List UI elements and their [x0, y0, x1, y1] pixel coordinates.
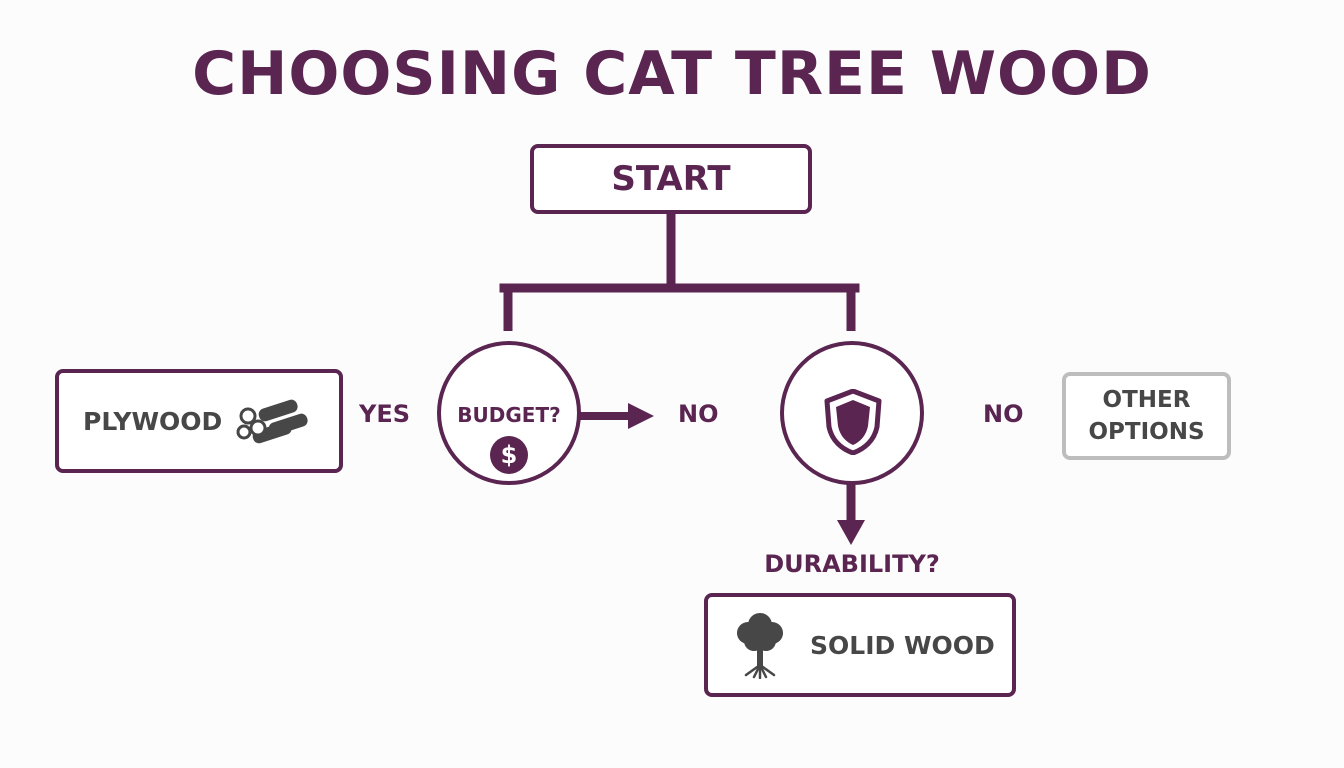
- logs-icon: [236, 399, 308, 444]
- other-options-line1: OTHER: [1102, 387, 1191, 413]
- other-options-node: OTHER OPTIONS: [1062, 372, 1231, 460]
- start-label: START: [611, 159, 731, 199]
- no-edge-label-durability: NO: [983, 400, 1024, 428]
- shield-icon: [824, 389, 882, 455]
- solid-wood-label: SOLID WOOD: [810, 630, 995, 660]
- budget-decision-node: BUDGET? $: [437, 341, 581, 485]
- no-edge-label-budget: NO: [678, 400, 719, 428]
- dollar-icon: $: [490, 436, 528, 474]
- plywood-label: PLYWOOD: [83, 406, 223, 436]
- page-title: CHOOSING CAT TREE WOOD: [192, 39, 1152, 109]
- arrow-budget-no-head: [628, 403, 654, 429]
- yes-edge-label: YES: [359, 400, 411, 428]
- durability-label: DURABILITY?: [764, 550, 940, 578]
- plywood-node: PLYWOOD: [55, 369, 343, 473]
- other-options-line2: OPTIONS: [1088, 419, 1205, 445]
- svg-text:$: $: [501, 441, 518, 469]
- durability-decision-node: [780, 341, 924, 485]
- tree-icon: [737, 613, 783, 679]
- start-node: START: [530, 144, 812, 214]
- solid-wood-node: SOLID WOOD: [704, 593, 1016, 697]
- budget-label: BUDGET?: [457, 403, 561, 427]
- arrow-durability-down-head: [837, 520, 865, 545]
